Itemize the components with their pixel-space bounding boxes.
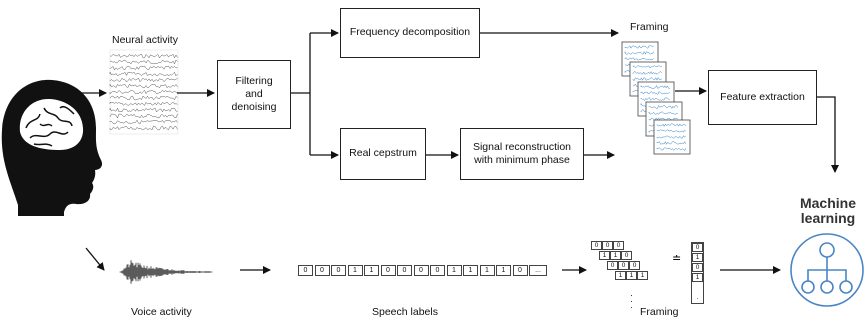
voice-activity-label: Voice activity — [131, 306, 192, 318]
framing-cell: 0 — [602, 241, 613, 250]
eeg-trace — [109, 59, 178, 65]
framing-vector-frame — [691, 242, 704, 304]
framing-cell: 0 — [618, 261, 629, 270]
eeg-trace — [109, 95, 178, 101]
signal-reconstruction-box: Signal reconstruction with minimum phase — [460, 128, 584, 180]
speech-label-cell: 1 — [364, 265, 379, 276]
framing-cell: 1 — [615, 271, 626, 280]
speech-label-cell: ... — [529, 265, 547, 276]
speech-label-cell: 0 — [413, 265, 429, 276]
eeg-trace — [109, 113, 178, 119]
framing-cell: 0 — [613, 241, 624, 250]
eeg-trace — [109, 107, 178, 113]
real-cepstrum-box: Real cepstrum — [340, 128, 426, 180]
framing-bottom-label: Framing — [640, 306, 679, 318]
framing-cell: 0 — [607, 261, 618, 270]
speech-label-cell: 0 — [314, 265, 330, 276]
framing-vector-cell: 1 — [692, 253, 703, 262]
speech-label-cell: 1 — [463, 265, 478, 276]
framing-cell: 0 — [591, 241, 602, 250]
speech-label-cell: 0 — [298, 265, 313, 276]
eeg-trace — [109, 53, 178, 59]
framing-vector-cell: 1 — [692, 273, 703, 282]
speech-label-cell: 0 — [331, 265, 346, 276]
network-hierarchy-icon — [790, 233, 864, 307]
eeg-trace — [109, 77, 178, 83]
framing-ellipsis: ··· — [630, 290, 633, 312]
framing-vector-cell: . — [692, 293, 703, 302]
speech-label-cell: 1 — [496, 265, 511, 276]
framing-cell: 1 — [626, 271, 637, 280]
frame-plot — [653, 119, 691, 155]
speech-labels-label: Speech labels — [372, 306, 438, 318]
neural-activity-label: Neural activity — [112, 34, 178, 46]
eeg-trace — [109, 65, 178, 71]
framing-vector-cell: 0 — [692, 263, 703, 272]
human-head-brain-icon — [1, 79, 103, 216]
framing-cell: 1 — [637, 271, 648, 280]
speech-label-cell: 1 — [479, 265, 495, 276]
eeg-trace — [109, 119, 178, 125]
framing-cell: 0 — [621, 251, 632, 260]
framing-cell: 0 — [629, 261, 640, 270]
speech-label-cell: 1 — [446, 265, 462, 276]
neural-activity-plot — [109, 49, 179, 135]
speech-label-cell: 0 — [430, 265, 445, 276]
feature-extraction-box: Feature extraction — [708, 70, 817, 125]
framing-plots — [621, 41, 691, 155]
voice-activity-waveform — [119, 260, 213, 284]
eeg-trace — [109, 125, 178, 131]
framing-top-label: Framing — [630, 21, 669, 33]
approx-equal-sign: ≐ — [672, 253, 682, 265]
frequency-decomposition-box: Frequency decomposition — [340, 8, 480, 58]
connectors — [80, 29, 839, 274]
eeg-trace — [109, 83, 178, 89]
framing-cell: 1 — [599, 251, 610, 260]
speech-label-cell: 0 — [512, 265, 528, 276]
eeg-trace — [109, 101, 178, 106]
eeg-trace — [109, 71, 178, 77]
speech-label-cell: 0 — [397, 265, 412, 276]
framing-vector-cell: 0 — [692, 243, 703, 252]
machine-learning-label: Machine learning — [799, 195, 856, 226]
framing-cell: 1 — [610, 251, 621, 260]
speech-label-cell: 1 — [347, 265, 363, 276]
filtering-denoising-box: Filtering and denoising — [217, 60, 291, 129]
eeg-trace — [109, 89, 178, 95]
framing-vector-cell — [692, 283, 703, 292]
speech-label-cell: 0 — [380, 265, 396, 276]
